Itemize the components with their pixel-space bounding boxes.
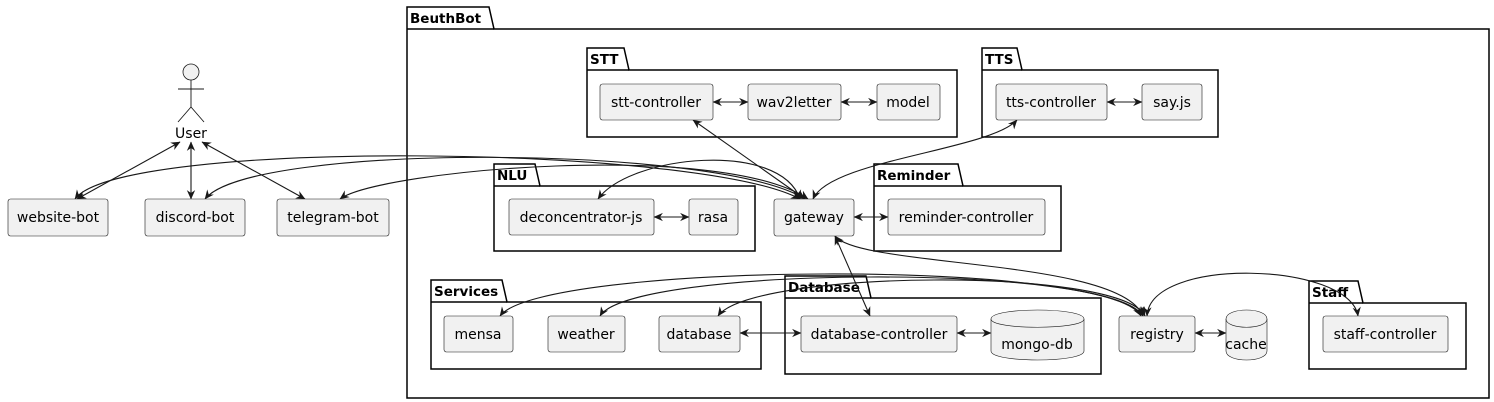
node-label-model: model xyxy=(886,95,930,111)
node-wav2letter: wav2letter xyxy=(747,83,842,121)
node-telegram-bot: telegram-bot xyxy=(276,198,390,237)
package-title-tts: TTS xyxy=(985,52,1013,68)
package-stt: STT xyxy=(586,47,958,138)
node-tts-controller: tts-controller xyxy=(995,83,1108,121)
node-label-weather: weather xyxy=(557,327,615,343)
actor-user-label: User xyxy=(175,126,207,142)
node-gateway: gateway xyxy=(773,198,855,237)
package-services: Services xyxy=(430,279,762,370)
node-database-controller: database-controller xyxy=(800,315,958,353)
node-services-database: database xyxy=(658,315,741,353)
node-label-services-database: database xyxy=(667,327,732,343)
edge-tts-controller-gateway xyxy=(812,119,1018,200)
node-rasa: rasa xyxy=(688,198,739,236)
node-reminder-controller: reminder-controller xyxy=(887,198,1046,236)
node-label-cache: cache xyxy=(1225,337,1266,353)
node-label-telegram-bot: telegram-bot xyxy=(287,210,379,226)
node-label-wav2letter: wav2letter xyxy=(756,95,831,111)
node-label-mongo-db: mongo-db xyxy=(1001,337,1073,353)
package-title-stt: STT xyxy=(590,52,619,68)
edges xyxy=(74,97,1361,338)
node-label-say-js: say.js xyxy=(1153,95,1191,111)
edge-stt-controller-gateway xyxy=(692,119,806,200)
node-label-registry: registry xyxy=(1130,327,1184,343)
node-model: model xyxy=(876,83,941,121)
node-label-reminder-controller: reminder-controller xyxy=(899,210,1034,226)
package-title-nlu: NLU xyxy=(497,168,527,184)
actor-head-icon xyxy=(182,63,200,81)
node-label-rasa: rasa xyxy=(698,210,728,226)
package-title-database: Database xyxy=(788,280,860,296)
edge-deconcentrator-gateway xyxy=(597,159,802,200)
edge-registry-weather xyxy=(599,276,1144,317)
package-staff: Staff xyxy=(1308,280,1467,370)
edge-registry-services-database xyxy=(717,279,1146,317)
node-website-bot: website-bot xyxy=(7,198,109,237)
node-label-stt-controller: stt-controller xyxy=(611,95,701,111)
edge-gateway-registry xyxy=(834,235,1144,317)
package-beuthbot: BeuthBot xyxy=(406,6,1490,399)
package-title-reminder: Reminder xyxy=(877,168,951,184)
edge-registry-staff-controller xyxy=(1143,272,1361,317)
node-say-js: say.js xyxy=(1141,83,1203,121)
package-title-services: Services xyxy=(434,284,498,300)
actor-user: User xyxy=(175,63,207,142)
node-label-staff-controller: staff-controller xyxy=(1334,327,1437,343)
edge-telegram-bot-gateway xyxy=(339,164,809,200)
package-title-staff: Staff xyxy=(1312,285,1349,301)
edge-user-website-bot xyxy=(76,141,181,200)
edge-website-bot-gateway xyxy=(74,155,801,200)
node-label-discord-bot: discord-bot xyxy=(156,210,235,226)
node-label-deconcentrator-js: deconcentrator-js xyxy=(520,210,643,226)
node-label-website-bot: website-bot xyxy=(17,210,100,226)
node-label-mensa: mensa xyxy=(455,327,502,343)
node-label-database-controller: database-controller xyxy=(811,327,948,343)
node-cache: cache xyxy=(1225,309,1268,361)
node-stt-controller: stt-controller xyxy=(599,83,714,121)
node-weather: weather xyxy=(547,315,626,353)
node-registry: registry xyxy=(1118,315,1196,353)
node-deconcentrator-js: deconcentrator-js xyxy=(508,198,655,236)
node-discord-bot: discord-bot xyxy=(144,198,246,237)
node-label-tts-controller: tts-controller xyxy=(1006,95,1096,111)
edge-user-telegram-bot xyxy=(201,141,306,200)
node-mensa: mensa xyxy=(443,315,514,353)
node-staff-controller: staff-controller xyxy=(1322,315,1449,353)
node-mongo-db: mongo-db xyxy=(990,309,1085,361)
package-title-beuthbot: BeuthBot xyxy=(410,11,482,27)
node-label-gateway: gateway xyxy=(784,210,844,226)
